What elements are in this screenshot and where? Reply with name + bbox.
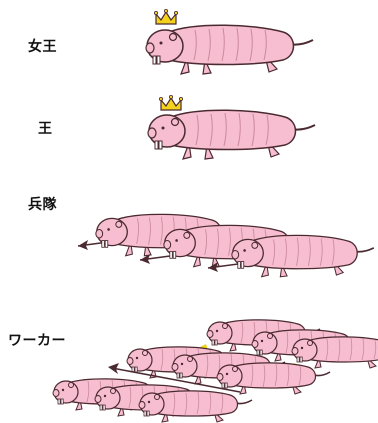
worker-mole-rat — [139, 391, 252, 422]
soldier-mole-rat — [232, 235, 374, 276]
crown-icon — [154, 9, 177, 24]
worker-mole-rat — [217, 363, 330, 394]
worker-mole-rat — [292, 337, 378, 368]
queen-mole-rat — [146, 25, 313, 74]
crown-icon — [159, 95, 182, 110]
king-mole-rat — [148, 110, 315, 159]
